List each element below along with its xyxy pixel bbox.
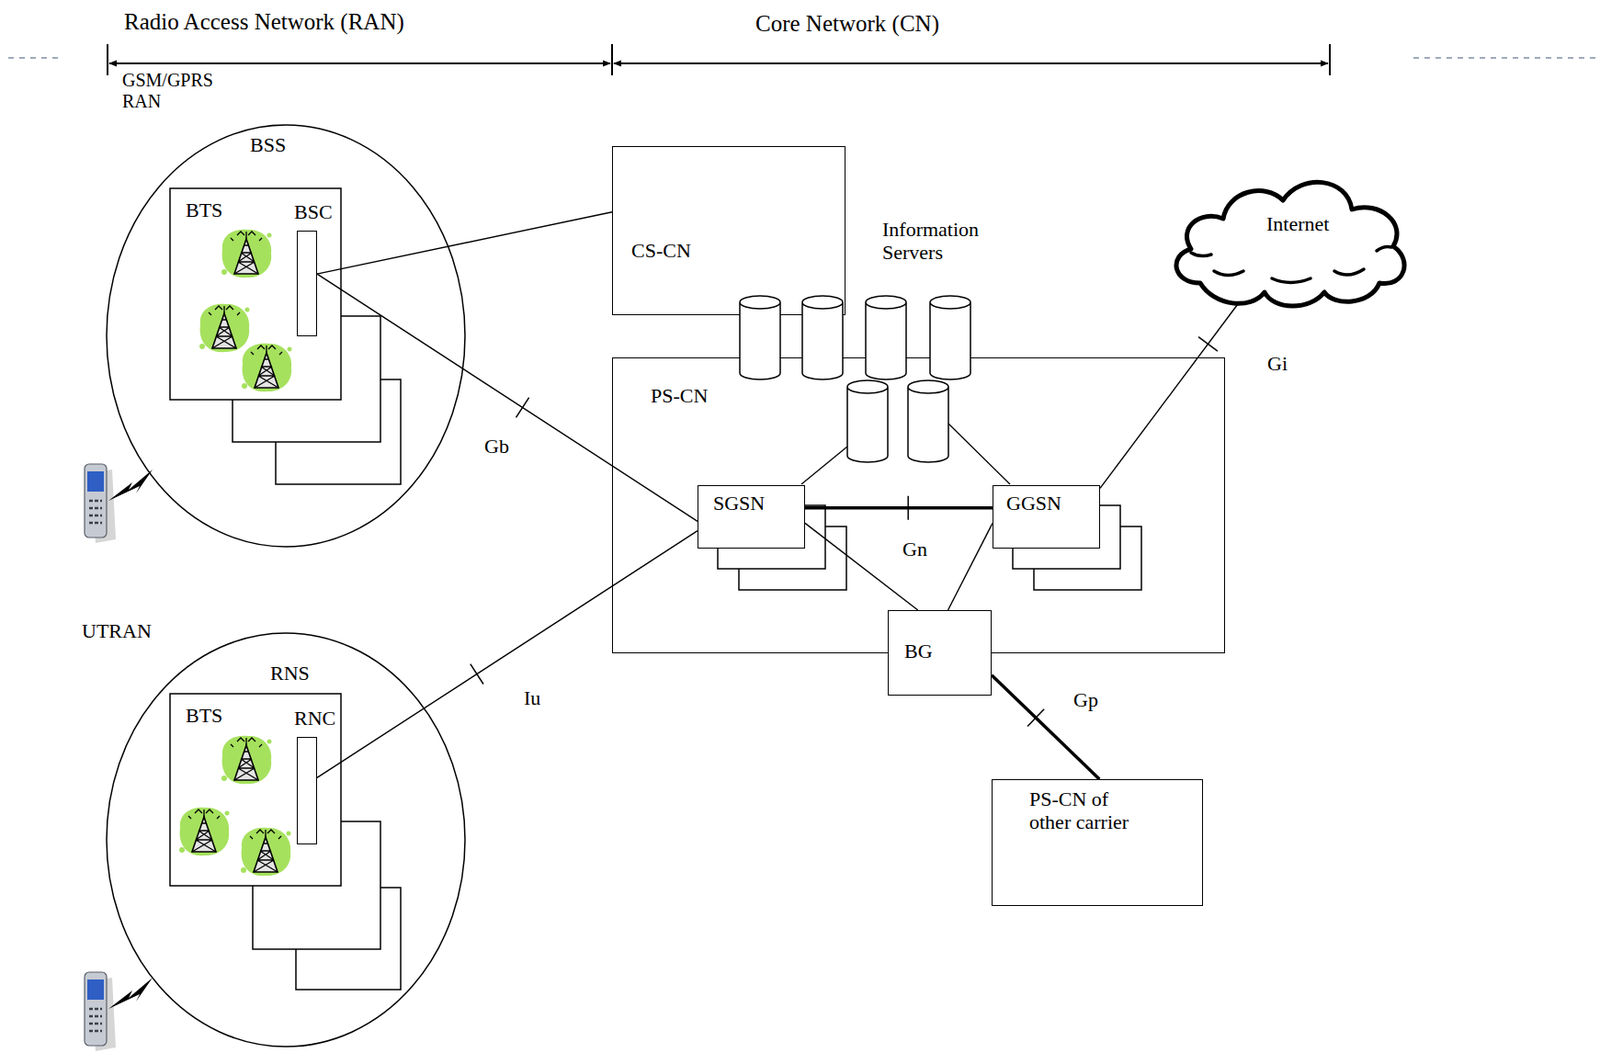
section-heading: Radio Access Network (RAN) <box>124 9 405 36</box>
interface-name: Gi <box>1265 351 1290 375</box>
ran-type-label: GSM/GPRS RAN <box>122 69 226 113</box>
carrier-box: PS-CN of other carrier <box>991 779 1203 907</box>
node-label: CS-CN <box>631 238 692 262</box>
bsc-bar: BSC <box>296 230 318 337</box>
interface-link <box>805 522 919 611</box>
ran-type-label: UTRAN <box>81 619 152 643</box>
section-heading: Core Network (CN) <box>755 11 940 38</box>
interface-name: Gp <box>1071 688 1101 712</box>
rnc-bar: RNC <box>296 737 318 845</box>
bts-label: BTS <box>185 198 223 222</box>
bss-ellipse: BSS BSC <box>105 124 466 548</box>
interface-link <box>805 496 993 521</box>
interface-link <box>948 522 993 611</box>
ellipse-outline <box>105 632 466 1048</box>
node-label: PS-CN <box>650 384 708 408</box>
node-label: RNC <box>294 706 336 730</box>
ggsn-box: GGSN <box>992 485 1101 549</box>
internet-cloud: Internet <box>1163 168 1414 317</box>
cs-cn-box: CS-CN <box>612 146 846 316</box>
bg-box: BG <box>887 610 992 696</box>
cloud-outline <box>1163 168 1414 317</box>
node-label: BG <box>904 639 933 663</box>
interface-link <box>317 212 613 274</box>
node-label: BSS <box>249 133 286 157</box>
node-label: PS-CN of other carrier <box>1029 787 1145 835</box>
server-label: Information Servers <box>882 217 998 265</box>
interface-name: Gb <box>482 434 511 458</box>
node-label: SGSN <box>713 491 765 515</box>
node-label: RNS <box>270 661 310 685</box>
sgsn-box: SGSN <box>697 485 806 549</box>
node-label: GGSN <box>1006 491 1062 515</box>
interface-name: Gn <box>900 537 930 561</box>
interface-name: Iu <box>521 686 543 710</box>
interface-link <box>317 273 698 522</box>
ellipse-outline <box>105 124 466 548</box>
interface-link <box>991 675 1100 780</box>
interface-link <box>1100 303 1239 488</box>
rns-ellipse: RNS RNC <box>105 632 466 1048</box>
node-label: Internet <box>1266 212 1329 236</box>
interface-link <box>317 531 698 779</box>
node-label: BSC <box>294 200 333 224</box>
bts-label: BTS <box>185 703 223 727</box>
